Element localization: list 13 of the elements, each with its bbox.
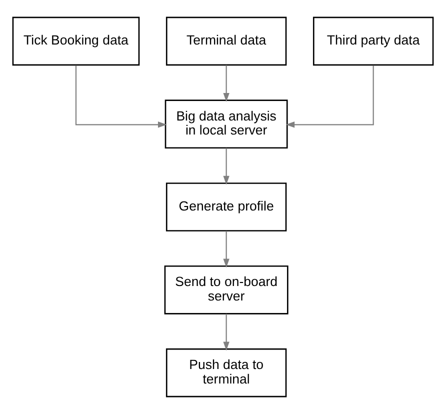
node-box: Terminal data	[166, 16, 287, 66]
arrow	[223, 313, 230, 350]
node-box: Third party data	[312, 16, 434, 66]
arrow	[223, 148, 230, 184]
arrow	[286, 64, 374, 128]
arrow	[223, 230, 230, 268]
node-box: Generate profile	[166, 182, 287, 231]
node-box: Tick Booking data	[12, 16, 140, 66]
arrow	[223, 64, 230, 102]
node-box: Push data to terminal	[166, 348, 287, 397]
arrow	[75, 64, 167, 128]
node-box: Send to on-board server	[164, 264, 288, 314]
node-box: Big data analysis in local server	[164, 99, 288, 148]
